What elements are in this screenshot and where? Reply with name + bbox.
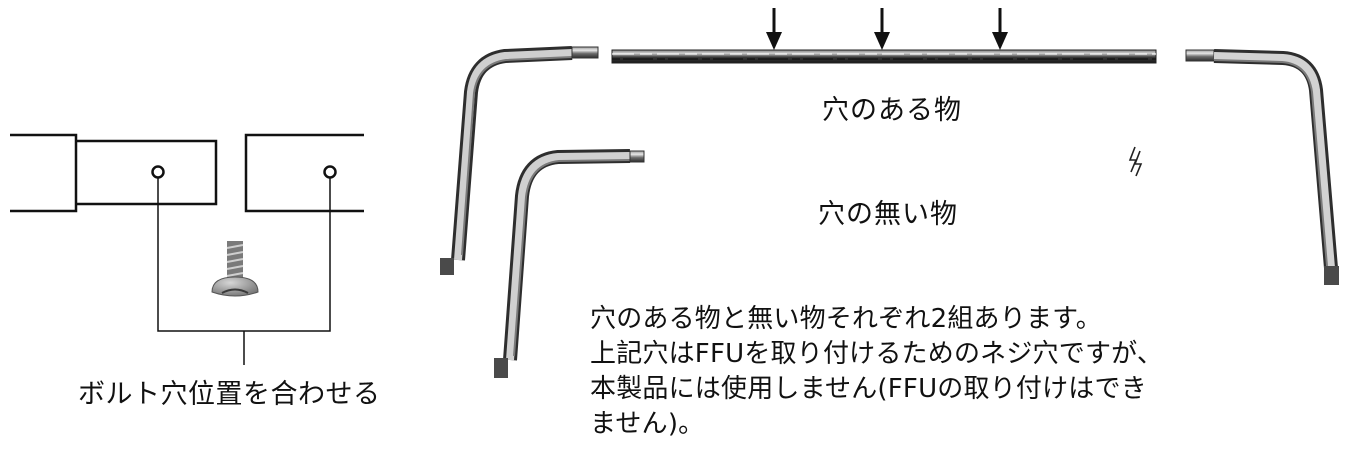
rod-with-holes — [611, 49, 1157, 64]
note-line-1: 穴のある物と無い物それぞれ2組あります。 — [590, 304, 1102, 334]
break-mark-icon — [1128, 146, 1143, 177]
rod-without-holes — [665, 152, 1107, 166]
l-frame-back-left — [440, 46, 599, 275]
with-hole-label: 穴のある物 — [822, 95, 962, 126]
without-hole-label: 穴の無い物 — [818, 199, 958, 230]
leader-line — [157, 178, 331, 332]
l-frame-front-left — [494, 149, 645, 378]
l-frame-right — [1185, 49, 1339, 285]
down-arrow-icon — [766, 8, 1008, 50]
inner-insert — [76, 139, 218, 206]
bolt-alignment-label: ボルト穴位置を合わせる — [78, 379, 381, 410]
bolt-hole-right — [323, 165, 337, 179]
joint-drawing — [10, 133, 364, 365]
note-line-4: ません)。 — [590, 409, 705, 439]
note-block: 穴のある物と無い物それぞれ2組あります。 上記穴はFFUを取り付けるためのネジ穴… — [590, 302, 1163, 442]
left-pipe — [10, 133, 78, 213]
note-line-2: 上記穴はFFUを取り付けるためのネジ穴ですが、 — [590, 339, 1164, 369]
right-pipe — [244, 133, 364, 213]
bolt-hole-left — [151, 165, 165, 179]
note-line-3: 本製品には使用しません(FFUの取り付けはでき — [590, 374, 1147, 404]
bolt-icon — [211, 241, 259, 297]
